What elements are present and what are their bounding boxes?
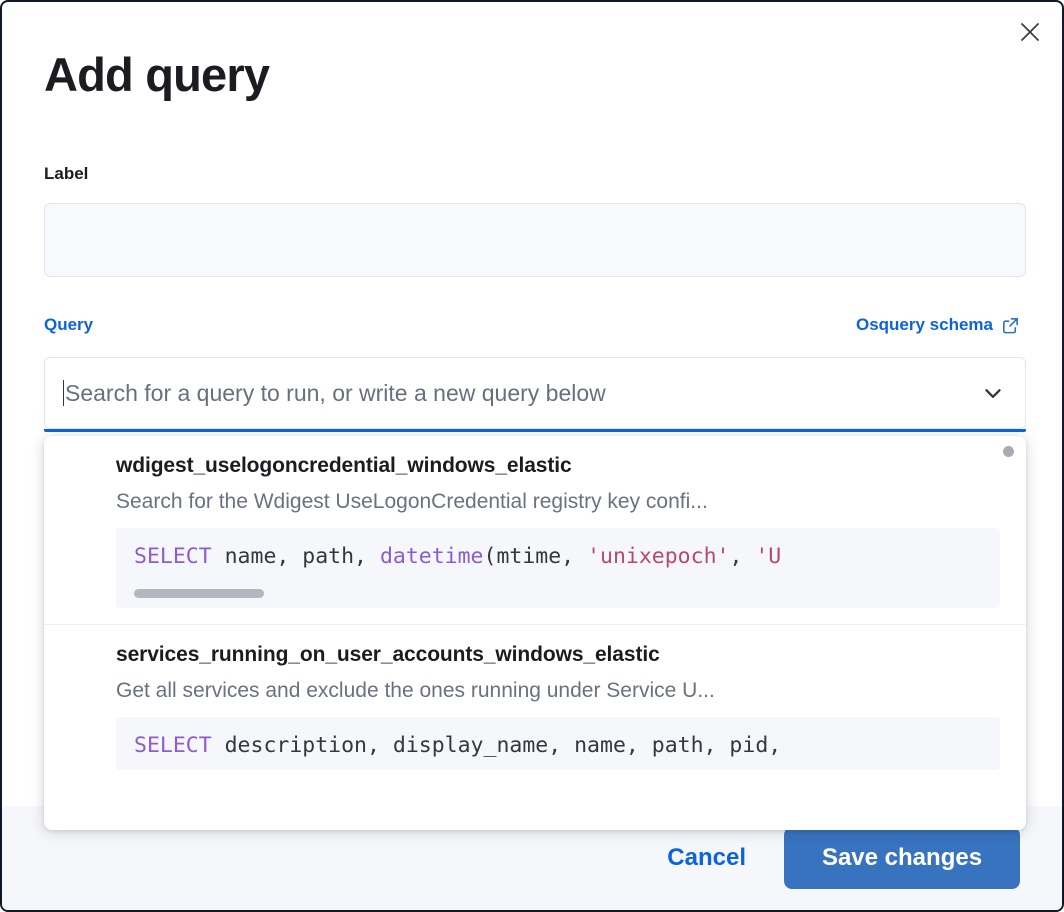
page-title: Add query <box>44 48 270 101</box>
list-item-title: wdigest_uselogoncredential_windows_elast… <box>116 454 572 477</box>
query-suggestions-dropdown: wdigest_uselogoncredential_windows_elast… <box>44 436 1026 830</box>
combobox-focus-underline <box>44 429 1026 432</box>
label-input[interactable] <box>44 203 1026 277</box>
list-item-description: Search for the Wdigest UseLogonCredentia… <box>116 490 708 513</box>
chevron-down-icon[interactable] <box>979 380 1007 406</box>
query-combobox-box[interactable]: Search for a query to run, or write a ne… <box>44 357 1026 429</box>
osquery-schema-link[interactable]: Osquery schema <box>856 315 1020 335</box>
list-item[interactable]: wdigest_uselogoncredential_windows_elast… <box>44 436 1026 608</box>
label-field-label: Label <box>44 164 89 183</box>
osquery-schema-link-label: Osquery schema <box>855 315 993 334</box>
query-combobox[interactable]: Search for a query to run, or write a ne… <box>44 357 1026 432</box>
list-item-code-block[interactable]: SELECT name, path, datetime(mtime, 'unix… <box>116 528 1000 608</box>
query-combobox-placeholder: Search for a query to run, or write a ne… <box>65 379 606 406</box>
list-item-description: Get all services and exclude the ones ru… <box>116 678 715 702</box>
list-item-title: services_running_on_user_accounts_window… <box>116 642 660 666</box>
cancel-button[interactable]: Cancel <box>659 834 754 882</box>
dropdown-scrollbar[interactable] <box>1003 446 1014 457</box>
list-item[interactable]: services_running_on_user_accounts_window… <box>44 623 1026 770</box>
sql-snippet: SELECT name, path, datetime(mtime, 'unix… <box>134 544 782 569</box>
external-link-icon <box>1001 316 1020 335</box>
sql-snippet: SELECT description, display_name, name, … <box>134 732 782 758</box>
code-horizontal-scrollbar[interactable] <box>134 588 264 598</box>
list-item-code-block[interactable]: SELECT description, display_name, name, … <box>116 716 1000 770</box>
text-caret <box>63 380 64 406</box>
query-section-label: Query <box>44 315 94 334</box>
close-icon[interactable] <box>1012 14 1048 50</box>
save-changes-button[interactable]: Save changes <box>784 827 1020 889</box>
